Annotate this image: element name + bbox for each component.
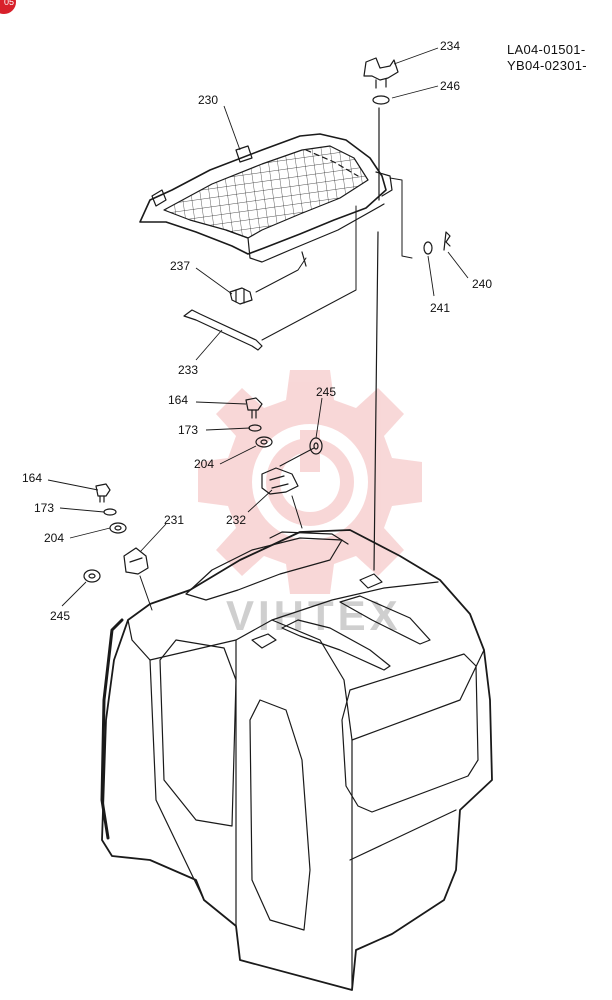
part-label-234: 234 <box>440 39 460 53</box>
r-pin-part <box>443 231 451 251</box>
part-label-245-lower: 245 <box>50 609 70 623</box>
part-label-204-lower: 204 <box>44 531 64 545</box>
part-label-173: 173 <box>178 423 198 437</box>
plate-washer-upper <box>255 436 273 448</box>
part-label-231: 231 <box>164 513 184 527</box>
guard-frame-part <box>139 133 393 267</box>
retaining-rod <box>373 107 380 571</box>
part-label-240: 240 <box>472 277 492 291</box>
part-label-164: 164 <box>168 393 188 407</box>
part-labels: 234 246 230 237 241 240 233 164 245 173 … <box>22 39 492 623</box>
cabin-body <box>100 529 493 991</box>
part-label-246: 246 <box>440 79 460 93</box>
part-label-204: 204 <box>194 457 214 471</box>
part-label-230: 230 <box>198 93 218 107</box>
part-label-173-lower: 173 <box>34 501 54 515</box>
part-label-233: 233 <box>178 363 198 377</box>
page-corner-badge: 05 <box>0 0 16 14</box>
watermark-text: VIHTEX <box>226 592 402 639</box>
serial-range-2: YB04-02301- <box>507 58 587 73</box>
serial-range-1: LA04-01501- <box>507 42 586 57</box>
small-washer-part <box>423 241 433 255</box>
bolt-part-lower <box>95 483 111 503</box>
spring-washer-lower <box>103 508 117 516</box>
part-label-164-lower: 164 <box>22 471 42 485</box>
bolt-part-upper <box>245 397 263 419</box>
cushion-part-lower <box>83 569 101 583</box>
bracket-part-lower <box>123 547 149 575</box>
plate-washer-lower <box>109 522 127 534</box>
part-label-232: 232 <box>226 513 246 527</box>
pin-part <box>229 287 253 305</box>
part-label-237: 237 <box>170 259 190 273</box>
part-label-245: 245 <box>316 385 336 399</box>
part-label-241: 241 <box>430 301 450 315</box>
stay-rod-part <box>183 309 263 351</box>
wing-nut-part <box>363 57 399 89</box>
bracket-part-upper <box>261 467 299 495</box>
washer-part <box>372 95 390 105</box>
